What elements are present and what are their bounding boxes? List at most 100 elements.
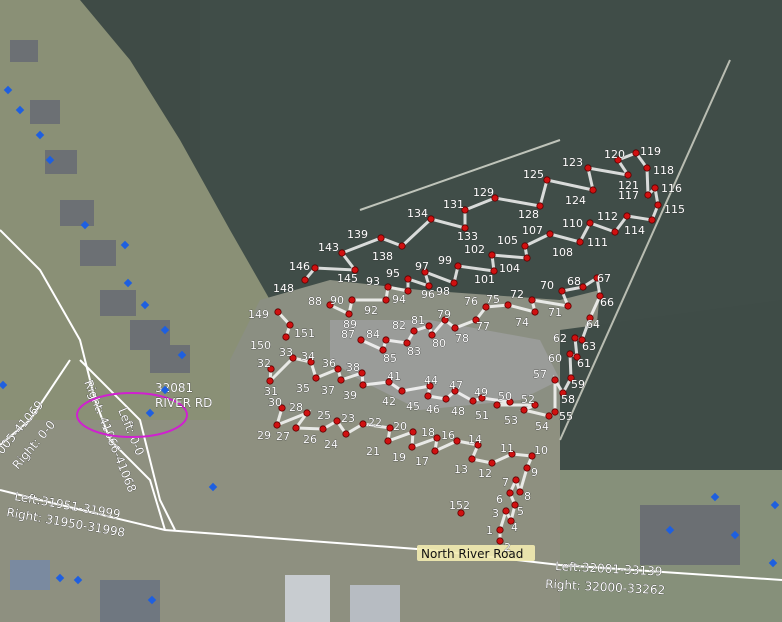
house-marker[interactable] (120, 240, 130, 250)
address-point[interactable] (359, 381, 367, 389)
address-point[interactable] (632, 149, 640, 157)
address-point[interactable] (451, 387, 459, 395)
selected-parcel-highlight[interactable] (76, 392, 188, 438)
house-marker[interactable] (177, 350, 187, 360)
address-point[interactable] (301, 276, 309, 284)
address-point[interactable] (461, 206, 469, 214)
address-point[interactable] (584, 164, 592, 172)
address-point[interactable] (450, 279, 458, 287)
address-point[interactable] (482, 303, 490, 311)
house-marker[interactable] (123, 278, 133, 288)
address-point[interactable] (382, 336, 390, 344)
address-point[interactable] (490, 267, 498, 275)
address-point[interactable] (516, 488, 524, 496)
address-point[interactable] (644, 191, 652, 199)
address-point[interactable] (278, 404, 286, 412)
address-point[interactable] (579, 283, 587, 291)
address-point[interactable] (425, 322, 433, 330)
address-point[interactable] (571, 334, 579, 342)
address-point[interactable] (474, 441, 482, 449)
address-point[interactable] (410, 327, 418, 335)
address-point[interactable] (496, 537, 504, 545)
address-point[interactable] (384, 437, 392, 445)
address-point[interactable] (551, 376, 559, 384)
address-point[interactable] (385, 378, 393, 386)
address-point[interactable] (654, 201, 662, 209)
address-point[interactable] (496, 526, 504, 534)
house-marker[interactable] (160, 385, 170, 395)
address-point[interactable] (472, 316, 480, 324)
address-point[interactable] (523, 464, 531, 472)
address-point[interactable] (531, 401, 539, 409)
address-point[interactable] (337, 376, 345, 384)
address-point[interactable] (274, 308, 282, 316)
address-point[interactable] (508, 450, 516, 458)
address-point[interactable] (531, 308, 539, 316)
address-point[interactable] (521, 242, 529, 250)
address-point[interactable] (348, 296, 356, 304)
address-point[interactable] (468, 455, 476, 463)
address-point[interactable] (651, 184, 659, 192)
address-point[interactable] (358, 369, 366, 377)
address-point[interactable] (506, 398, 514, 406)
address-point[interactable] (286, 321, 294, 329)
address-point[interactable] (426, 382, 434, 390)
house-marker[interactable] (665, 525, 675, 535)
address-point[interactable] (611, 228, 619, 236)
house-marker[interactable] (730, 530, 740, 540)
address-point[interactable] (282, 333, 290, 341)
address-point[interactable] (469, 397, 477, 405)
address-point[interactable] (441, 316, 449, 324)
house-marker[interactable] (35, 130, 45, 140)
address-point[interactable] (593, 274, 601, 282)
address-point[interactable] (292, 424, 300, 432)
address-point[interactable] (546, 230, 554, 238)
address-point[interactable] (491, 194, 499, 202)
address-point[interactable] (442, 395, 450, 403)
address-point[interactable] (454, 262, 462, 270)
address-point[interactable] (408, 443, 416, 451)
address-point[interactable] (586, 314, 594, 322)
house-marker[interactable] (0, 380, 8, 390)
address-point[interactable] (289, 354, 297, 362)
address-point[interactable] (545, 412, 553, 420)
address-point[interactable] (326, 301, 334, 309)
address-point[interactable] (648, 216, 656, 224)
address-point[interactable] (312, 374, 320, 382)
address-point[interactable] (377, 234, 385, 242)
address-point[interactable] (502, 507, 510, 515)
address-point[interactable] (398, 242, 406, 250)
address-point[interactable] (461, 224, 469, 232)
house-marker[interactable] (710, 492, 720, 502)
address-point[interactable] (586, 219, 594, 227)
address-point[interactable] (643, 164, 651, 172)
address-point[interactable] (345, 310, 353, 318)
address-point[interactable] (351, 266, 359, 274)
address-point[interactable] (523, 254, 531, 262)
address-point[interactable] (359, 420, 367, 428)
address-point[interactable] (342, 430, 350, 438)
address-point[interactable] (338, 249, 346, 257)
address-point[interactable] (451, 324, 459, 332)
address-point[interactable] (357, 336, 365, 344)
address-point[interactable] (404, 287, 412, 295)
address-point[interactable] (409, 428, 417, 436)
address-point[interactable] (333, 417, 341, 425)
house-marker[interactable] (768, 558, 778, 568)
address-point[interactable] (386, 424, 394, 432)
address-point[interactable] (425, 282, 433, 290)
address-point[interactable] (431, 447, 439, 455)
address-point[interactable] (266, 377, 274, 385)
address-point[interactable] (504, 301, 512, 309)
address-point[interactable] (488, 459, 496, 467)
address-point[interactable] (564, 302, 572, 310)
address-point[interactable] (528, 296, 536, 304)
address-point[interactable] (573, 353, 581, 361)
address-point[interactable] (303, 409, 311, 417)
house-marker[interactable] (160, 325, 170, 335)
address-point[interactable] (427, 215, 435, 223)
house-marker[interactable] (45, 155, 55, 165)
address-point[interactable] (382, 296, 390, 304)
address-point[interactable] (403, 339, 411, 347)
